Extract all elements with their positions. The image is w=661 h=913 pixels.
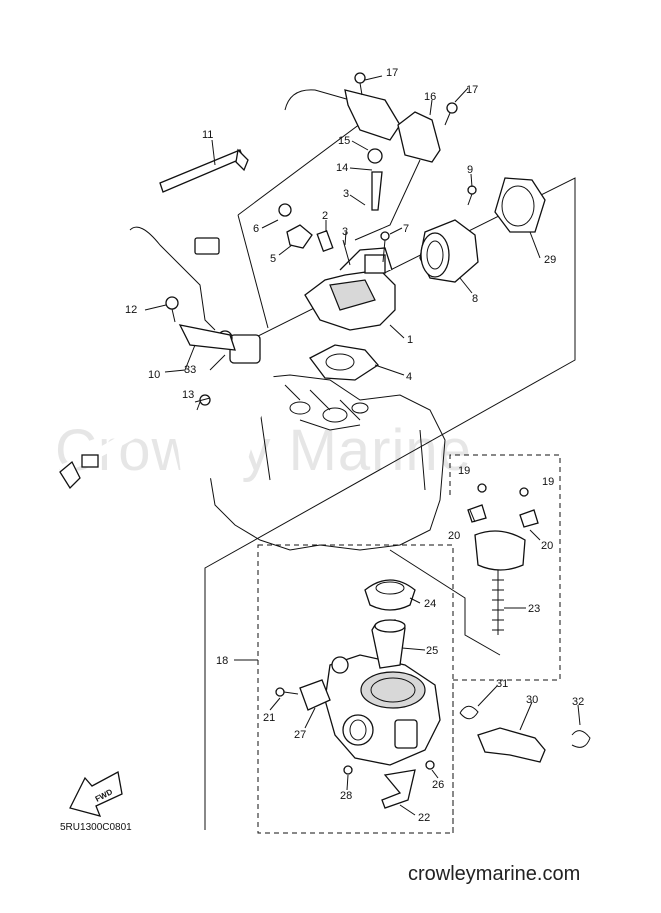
callout-12: 12	[125, 304, 137, 316]
callout-33: 33	[184, 364, 196, 376]
carburetor-assembly	[275, 483, 591, 809]
callout-20-right: 20	[541, 540, 553, 552]
callout-24: 24	[424, 598, 436, 610]
callout-5: 5	[270, 253, 276, 265]
callout-22: 22	[418, 812, 430, 824]
callout-labels: 17 17 16 11 15 14 9 3 6 2 3 7 29 5 8 12 …	[125, 67, 584, 824]
callout-27: 27	[294, 729, 306, 741]
callout-17-top: 17	[386, 67, 398, 79]
engine-block	[204, 374, 446, 551]
callout-21: 21	[263, 712, 275, 724]
callout-20-left: 20	[448, 530, 460, 542]
callout-13: 13	[182, 389, 194, 401]
callout-25: 25	[426, 645, 438, 657]
sensor-bracket-assembly	[284, 72, 458, 211]
callout-8: 8	[472, 293, 478, 305]
fuel-hose-assembly	[58, 148, 275, 490]
callout-3-upper: 3	[343, 188, 349, 200]
callout-2: 2	[322, 210, 328, 222]
callout-14: 14	[336, 162, 348, 174]
callout-26: 26	[432, 779, 444, 791]
callout-10: 10	[148, 369, 160, 381]
callout-15: 15	[338, 135, 350, 147]
callout-32: 32	[572, 696, 584, 708]
callout-31: 31	[496, 678, 508, 690]
footer-brand: crowleymarine.com	[408, 863, 580, 885]
watermark: Crowley Marine	[55, 418, 472, 483]
callout-28: 28	[340, 790, 352, 802]
callout-1: 1	[407, 334, 413, 346]
diagram-code: 5RU1300C0801	[60, 822, 132, 833]
callout-19-right: 19	[542, 476, 554, 488]
callout-6: 6	[253, 223, 259, 235]
callout-18: 18	[216, 655, 228, 667]
leader-lines	[144, 75, 581, 816]
assembly-outlines	[204, 114, 576, 834]
callout-3-lower: 3	[342, 226, 348, 238]
callout-19-left: 19	[458, 465, 470, 477]
callout-29: 29	[544, 254, 556, 266]
fwd-arrow: FWD	[69, 771, 123, 817]
callout-16: 16	[424, 91, 436, 103]
callout-7: 7	[403, 223, 409, 235]
intake-assembly	[278, 203, 396, 381]
intake-tube-assembly	[419, 177, 546, 283]
callout-30: 30	[526, 694, 538, 706]
callout-23: 23	[528, 603, 540, 615]
callout-11: 11	[202, 129, 213, 141]
callout-4: 4	[406, 371, 412, 383]
callout-17-right: 17	[466, 84, 478, 96]
callout-9: 9	[467, 164, 473, 176]
